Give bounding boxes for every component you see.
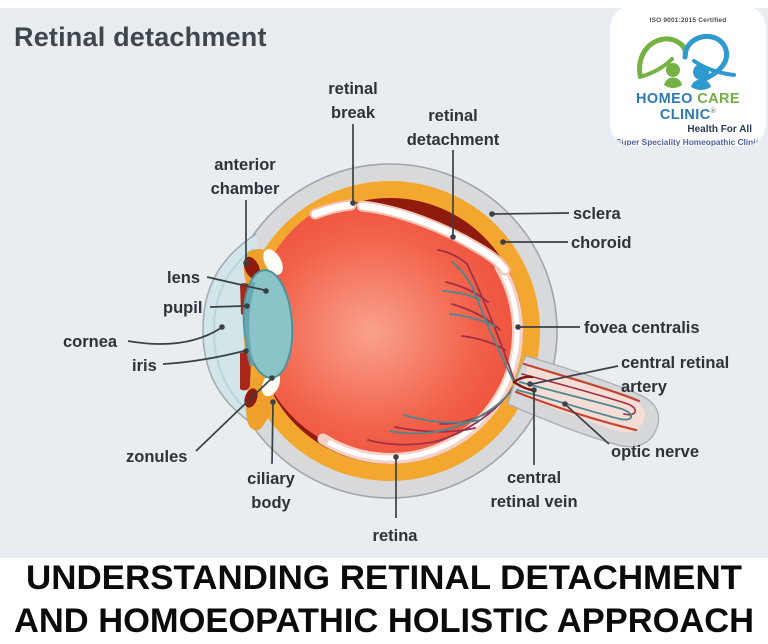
label-retina: retina [372,527,418,545]
anterior-segment [240,249,294,431]
eye-cross-section-diagram [127,124,660,518]
heart-people-logo-icon [637,34,736,90]
label-retinal-break: retinal break [328,80,378,122]
detached-retina-band [309,199,511,276]
label-cornea: cornea [63,333,118,351]
pointer-dots [219,200,568,460]
clinic-name-care: CARE [697,91,740,107]
label-zonules: zonules [126,448,188,466]
label-optic-nerve: optic nerve [611,443,700,461]
clinic-tagline: Health For All [687,124,752,135]
pointer-lines [127,124,619,518]
label-central-retinal-artery: central retinal artery [621,354,730,396]
label-choroid: choroid [571,234,632,252]
optic-nerve-graphic [507,355,660,448]
label-lens: lens [167,269,201,287]
vitreous-body [254,207,521,457]
label-ciliary-body: ciliary body [247,470,295,512]
label-iris: iris [132,357,157,375]
clinic-logo-card: ISO 9001:2015 Certified HOMEO CARE CLINI… [610,6,766,146]
footer-line-1: UNDERSTANDING RETINAL DETACHMENT [26,559,742,597]
footer-line-2: AND HOMOEOPATHIC HOLISTIC APPROACH [14,602,754,640]
label-anterior-chamber: anterior chamber [210,156,280,198]
label-sclera: sclera [573,205,621,223]
iso-certification-text: ISO 9001:2015 Certified [649,17,727,24]
clinic-name: HOMEO CARE CLINIC® [610,91,766,123]
label-central-retinal-vein: central retinal vein [490,469,578,511]
clinic-name-homeo: HOMEO [636,91,693,107]
registered-trademark-symbol: ® [710,108,717,116]
label-fovea-centralis: fovea centralis [584,319,700,337]
retinal-vessels [367,249,515,446]
label-pupil: pupil [163,299,203,317]
clinic-subtitle: Super Speciality Homeopathic Clinic [615,137,761,146]
label-retinal-detachment: retinal detachment [406,107,500,149]
footer-title-band: UNDERSTANDING RETINAL DETACHMENT AND HOM… [0,558,768,644]
footer-title-text: UNDERSTANDING RETINAL DETACHMENT AND HOM… [14,559,754,640]
page-title: Retinal detachment [14,22,267,52]
clinic-name-clinic: CLINIC [659,107,711,123]
top-white-strip [0,0,768,8]
